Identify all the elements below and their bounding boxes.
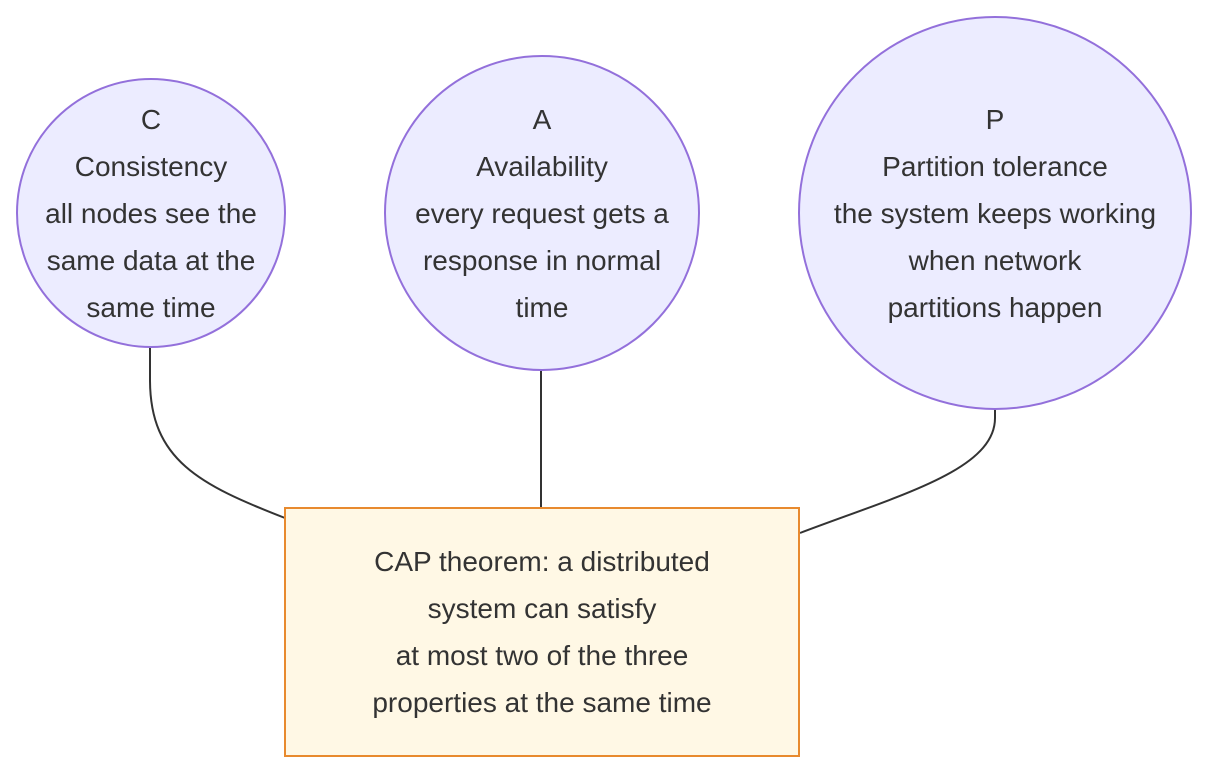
node-consistency: C Consistency all nodes see the same dat…: [16, 78, 286, 348]
node-description-line: response in normal: [422, 244, 662, 276]
node-availability: A Availability every request gets a resp…: [384, 55, 700, 371]
edge-p-center: [799, 408, 996, 534]
node-cap-theorem: CAP theorem: a distributed system can sa…: [284, 507, 800, 757]
box-text-line: CAP theorem: a distributed: [374, 546, 710, 577]
node-description-line: same data at the: [46, 244, 256, 276]
node-letter: C: [140, 103, 162, 135]
node-title: Consistency: [74, 150, 228, 182]
node-description-line: every request gets a: [415, 197, 669, 229]
box-text-line: system can satisfy: [427, 593, 657, 624]
node-title: Partition tolerance: [882, 150, 1108, 182]
box-text-line: at most two of the three: [395, 640, 689, 671]
node-letter: A: [532, 103, 552, 135]
node-description-line: partitions happen: [887, 291, 1103, 323]
node-letter: P: [985, 103, 1005, 135]
box-text-line: properties at the same time: [372, 687, 712, 718]
node-description-line: same time: [86, 291, 216, 323]
node-description-line: all nodes see the: [45, 197, 257, 229]
node-description-line: the system keeps working: [833, 197, 1157, 229]
node-partition-tolerance: P Partition tolerance the system keeps w…: [798, 16, 1192, 410]
edge-c-center: [149, 346, 286, 519]
node-title: Availability: [476, 150, 608, 182]
node-description-line: when network: [908, 244, 1082, 276]
node-description-line: time: [515, 291, 569, 323]
